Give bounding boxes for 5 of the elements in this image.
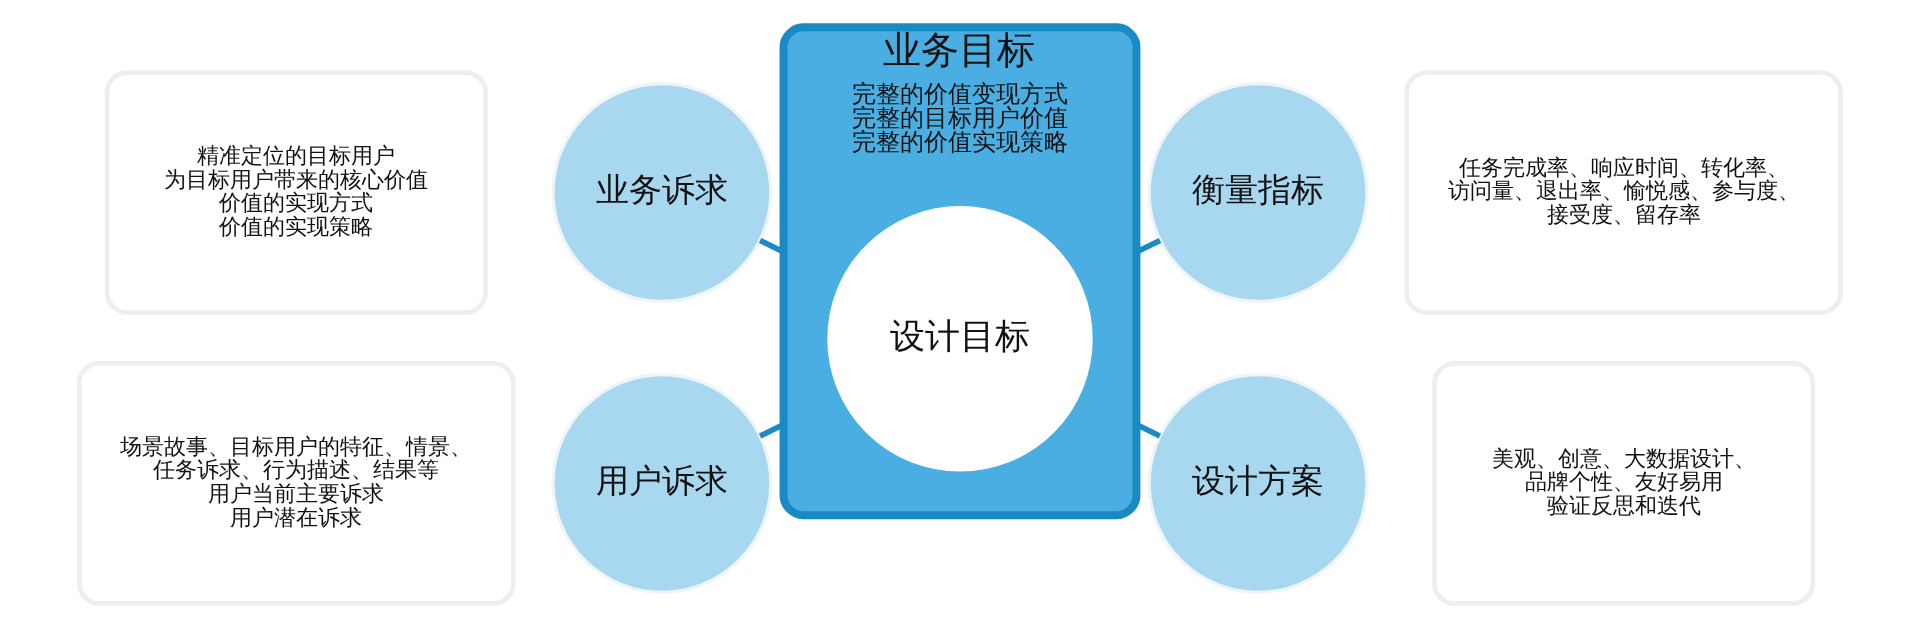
node-circle: 设计目标	[827, 206, 1093, 472]
node-circle: 衡量指标	[1147, 82, 1369, 304]
node-circle: 业务诉求	[551, 82, 773, 304]
node-circle: 设计方案	[1147, 373, 1369, 594]
node-circle: 用户诉求	[551, 373, 773, 594]
